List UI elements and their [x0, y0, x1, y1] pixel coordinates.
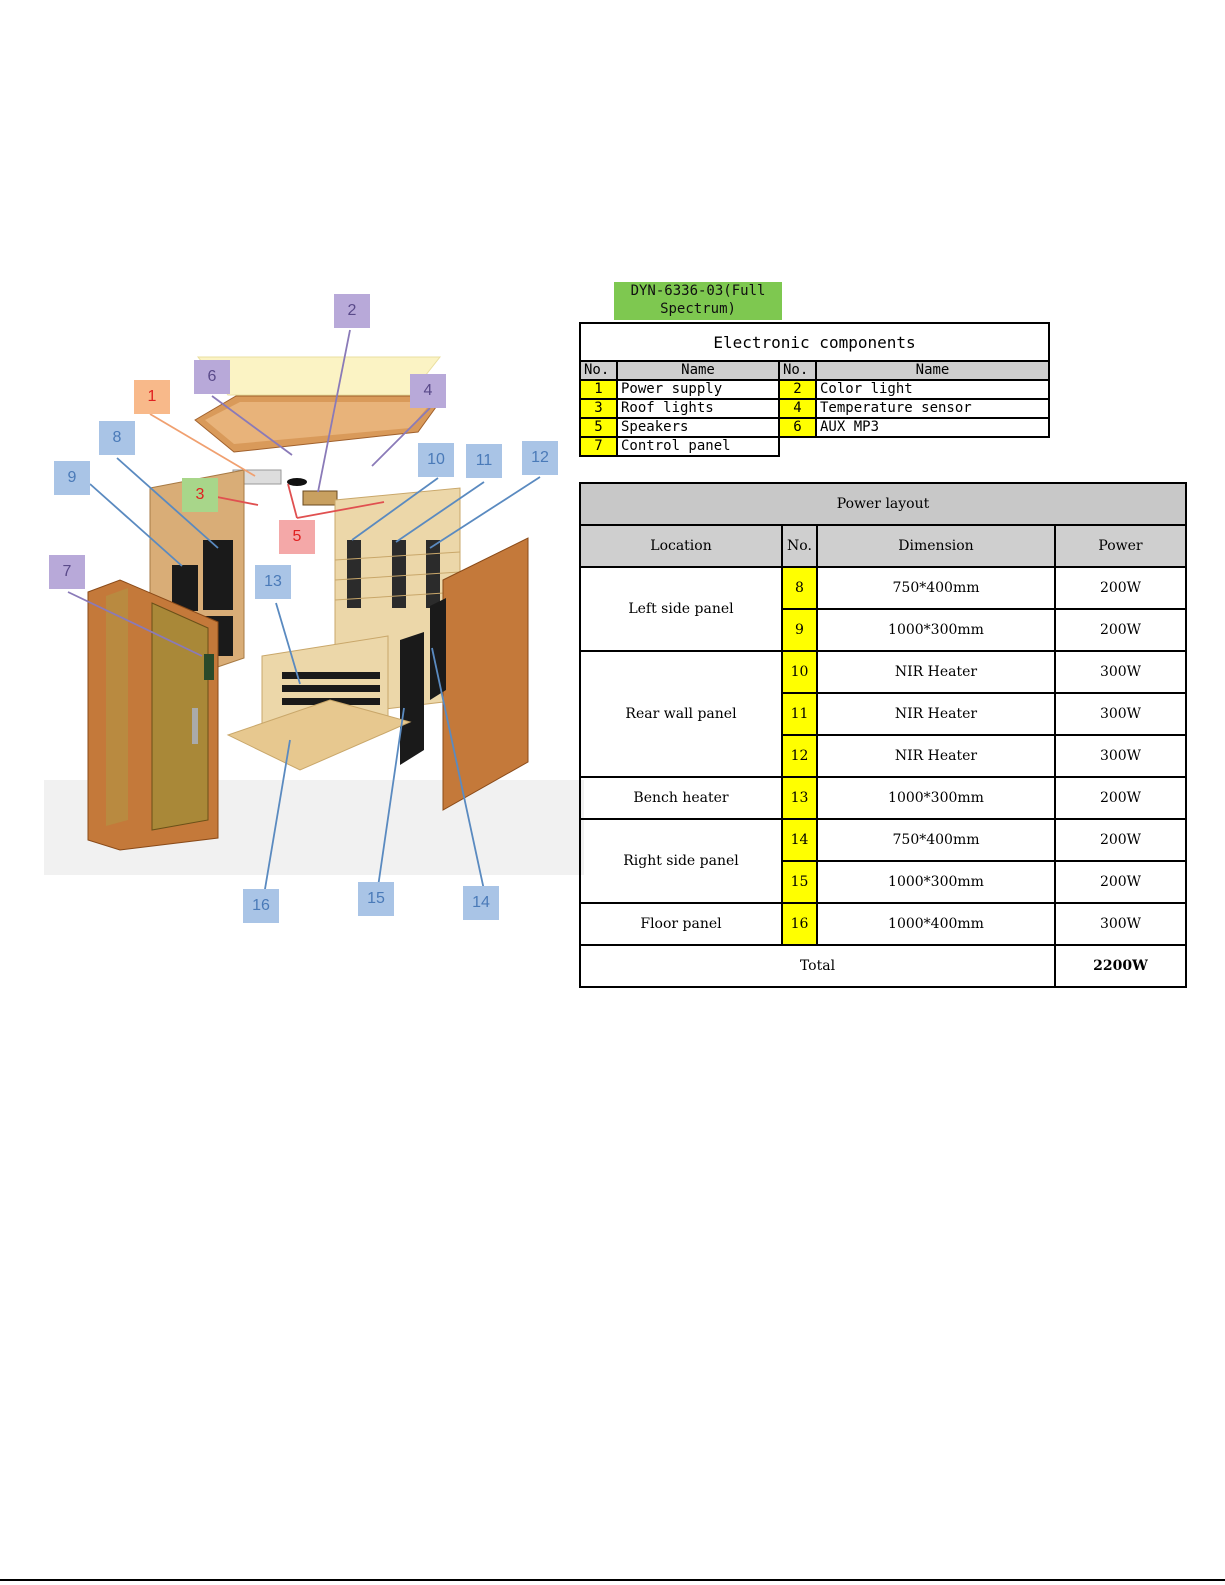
no-header: No.: [781, 524, 818, 568]
table-row: Floor panel 16 1000*400mm 300W: [579, 902, 1187, 946]
component-name: Power supply: [616, 379, 780, 400]
table-row: Right side panel 14 750*400mm 200W: [579, 818, 1187, 904]
location-cell: Left side panel: [579, 566, 783, 652]
callout-9: 9: [54, 461, 90, 495]
total-row: Total 2200W: [579, 944, 1187, 988]
callout-4: 4: [410, 374, 446, 408]
item-no: 8: [781, 566, 818, 610]
bottom-rule: [0, 1579, 1225, 1581]
col-no-header: No.: [579, 360, 618, 381]
callout-13: 13: [255, 565, 291, 599]
component-no: 7: [579, 436, 618, 457]
dimension-cell: NIR Heater: [816, 692, 1056, 736]
callout-2: 2: [334, 294, 370, 328]
col-name-header: Name: [815, 360, 1050, 381]
item-no: 9: [781, 608, 818, 652]
component-no: 5: [579, 417, 618, 438]
power-header: Power: [1054, 524, 1187, 568]
item-no: 16: [781, 902, 818, 946]
item-no: 11: [781, 692, 818, 736]
power-cell: 300W: [1054, 650, 1187, 694]
table-row: 7 Control panel: [579, 436, 1049, 457]
item-no: 10: [781, 650, 818, 694]
location-cell: Floor panel: [579, 902, 783, 946]
callout-6: 6: [194, 360, 230, 394]
table-row: 15 1000*300mm 200W: [580, 860, 1187, 904]
component-name: Speakers: [616, 417, 780, 438]
table-row: 11 NIR Heater 300W: [580, 692, 1187, 736]
power-cell: 300W: [1054, 902, 1187, 946]
table-row: 1 Power supply 2 Color light: [579, 379, 1050, 400]
power-cell: 200W: [1054, 776, 1187, 820]
col-name-header: Name: [616, 360, 780, 381]
location-cell: Bench heater: [579, 776, 783, 820]
dimension-cell: 1000*300mm: [816, 776, 1056, 820]
component-name: AUX MP3: [815, 417, 1050, 438]
dimension-cell: 750*400mm: [816, 566, 1056, 610]
dimension-header: Dimension: [816, 524, 1056, 568]
power-table-title: Power layout: [579, 482, 1187, 526]
power-cell: 200W: [1054, 608, 1187, 652]
table-row: Rear wall panel 10 NIR Heater 300W: [579, 650, 1187, 778]
component-no: 4: [778, 398, 817, 419]
callout-7: 7: [49, 555, 85, 589]
electronic-table-title: Electronic components: [579, 322, 1050, 362]
component-name: Color light: [815, 379, 1050, 400]
power-cell: 200W: [1054, 860, 1187, 904]
power-cell: 200W: [1054, 566, 1187, 610]
table-row: 12 NIR Heater 300W: [580, 734, 1187, 778]
dimension-cell: NIR Heater: [816, 650, 1056, 694]
power-cell: 300W: [1054, 734, 1187, 778]
component-name: Control panel: [616, 436, 780, 457]
power-cell: 200W: [1054, 818, 1187, 862]
model-label: DYN-6336-03(Full Spectrum): [614, 282, 782, 320]
callout-8: 8: [99, 421, 135, 455]
callout-3: 3: [182, 478, 218, 512]
power-layout-table: Power layout Location No. Dimension Powe…: [579, 482, 1187, 988]
sauna-exploded-diagram: [44, 329, 584, 896]
item-no: 14: [781, 818, 818, 862]
table-row: 9 1000*300mm 200W: [580, 608, 1187, 652]
dimension-cell: NIR Heater: [816, 734, 1056, 778]
table-row: Left side panel 8 750*400mm 200W: [579, 566, 1187, 652]
item-no: 12: [781, 734, 818, 778]
callout-12: 12: [522, 441, 558, 475]
dimension-cell: 1000*300mm: [816, 860, 1056, 904]
callout-11: 11: [466, 444, 502, 478]
dimension-cell: 1000*300mm: [816, 608, 1056, 652]
dimension-cell: 750*400mm: [816, 818, 1056, 862]
callout-16: 16: [243, 889, 279, 923]
power-cell: 300W: [1054, 692, 1187, 736]
callout-1: 1: [134, 380, 170, 414]
table-row: Bench heater 13 1000*300mm 200W: [579, 776, 1187, 820]
item-no: 15: [781, 860, 818, 904]
table-row: 3 Roof lights 4 Temperature sensor: [579, 398, 1050, 419]
table-row: 5 Speakers 6 AUX MP3: [579, 417, 1050, 438]
electronic-components-table: Electronic components No. Name No. Name …: [579, 322, 1050, 457]
col-no-header: No.: [778, 360, 817, 381]
component-no: 3: [579, 398, 618, 419]
total-label: Total: [579, 944, 1056, 988]
item-no: 13: [781, 776, 818, 820]
location-cell: Rear wall panel: [579, 650, 783, 778]
component-no: 6: [778, 417, 817, 438]
callout-10: 10: [418, 443, 454, 477]
callout-15: 15: [358, 882, 394, 916]
dimension-cell: 1000*400mm: [816, 902, 1056, 946]
location-header: Location: [579, 524, 783, 568]
location-cell: Right side panel: [579, 818, 783, 904]
component-no: 2: [778, 379, 817, 400]
total-value: 2200W: [1054, 944, 1187, 988]
component-name: Roof lights: [616, 398, 780, 419]
component-name: Temperature sensor: [815, 398, 1050, 419]
callout-5: 5: [279, 520, 315, 554]
callout-14: 14: [463, 886, 499, 920]
component-no: 1: [579, 379, 618, 400]
